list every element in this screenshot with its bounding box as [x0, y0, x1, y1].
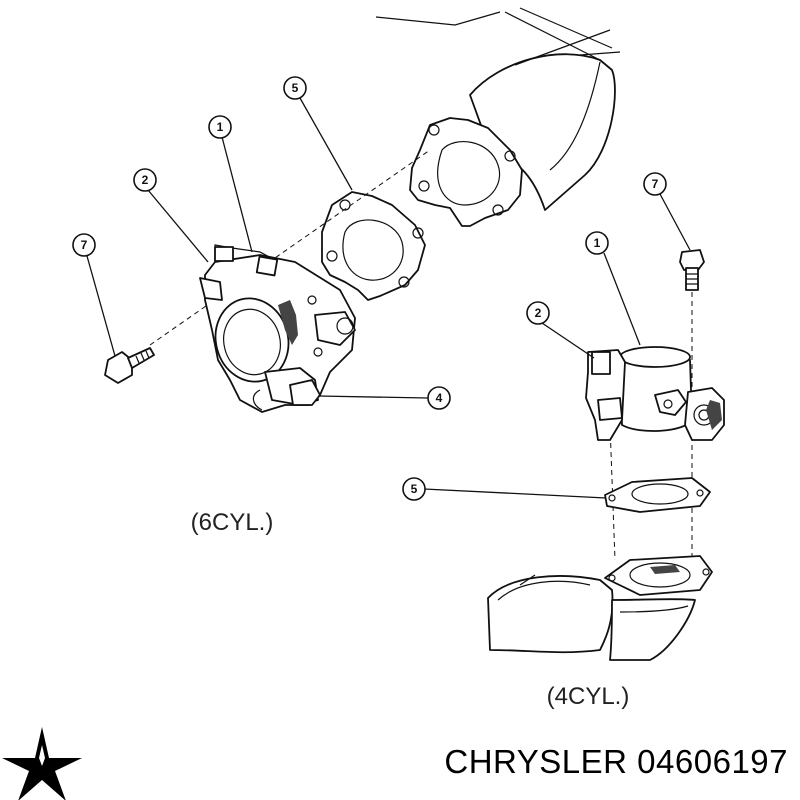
- manifold-flange-6cyl: [409, 117, 523, 227]
- svg-text:5: 5: [292, 81, 299, 95]
- callout-5-6cyl: 5: [283, 76, 307, 100]
- svg-text:7: 7: [652, 177, 659, 191]
- callout-2-4cyl: 2: [526, 301, 550, 325]
- leader-2-4cyl: [541, 322, 595, 359]
- intake-elbow-4cyl: [487, 555, 713, 661]
- callout-1-4cyl: 1: [585, 231, 609, 255]
- throttle-body-4cyl: [585, 346, 725, 441]
- svg-text:7: 7: [81, 238, 88, 252]
- chrysler-pentastar-logo: [2, 727, 82, 800]
- gasket-4cyl: [604, 477, 711, 513]
- leader-1-4cyl: [603, 252, 641, 346]
- intake-manifold-6cyl: [375, 7, 621, 211]
- throttle-body-6cyl: [199, 244, 356, 413]
- six-cyl-assembly: [86, 7, 621, 413]
- leader-1-6cyl: [221, 136, 253, 253]
- callout-2-6cyl: 2: [133, 168, 157, 192]
- leader-4-6cyl: [317, 395, 429, 399]
- gasket-6cyl: [321, 191, 426, 301]
- svg-text:4: 4: [436, 391, 443, 405]
- mount-centerline-6cyl: [149, 149, 431, 346]
- four-cyl-label: (4CYL.): [547, 683, 630, 710]
- svg-text:5: 5: [411, 482, 418, 496]
- bolt-6cyl: [104, 347, 155, 384]
- four-cyl-assembly: [423, 193, 725, 661]
- leader-5-4cyl: [423, 488, 607, 499]
- brand-part-number: CHRYSLER 04606197: [444, 743, 788, 780]
- callout-4-6cyl: 4: [427, 386, 451, 410]
- leader-7-6cyl: [86, 255, 116, 357]
- leader-7-4cyl: [659, 193, 691, 251]
- svg-text:1: 1: [217, 120, 224, 134]
- callout-5-4cyl: 5: [402, 477, 426, 501]
- svg-text:1: 1: [594, 236, 601, 250]
- svg-text:2: 2: [142, 173, 149, 187]
- svg-text:2: 2: [535, 306, 542, 320]
- callout-7-4cyl: 7: [643, 172, 667, 196]
- six-cyl-label: (6CYL.): [191, 509, 274, 536]
- callout-7-6cyl: 7: [72, 233, 96, 257]
- leader-2-6cyl: [147, 189, 209, 263]
- callout-1-6cyl: 1: [208, 115, 232, 139]
- bolt-4cyl: [679, 249, 705, 291]
- leader-5-6cyl: [299, 97, 353, 191]
